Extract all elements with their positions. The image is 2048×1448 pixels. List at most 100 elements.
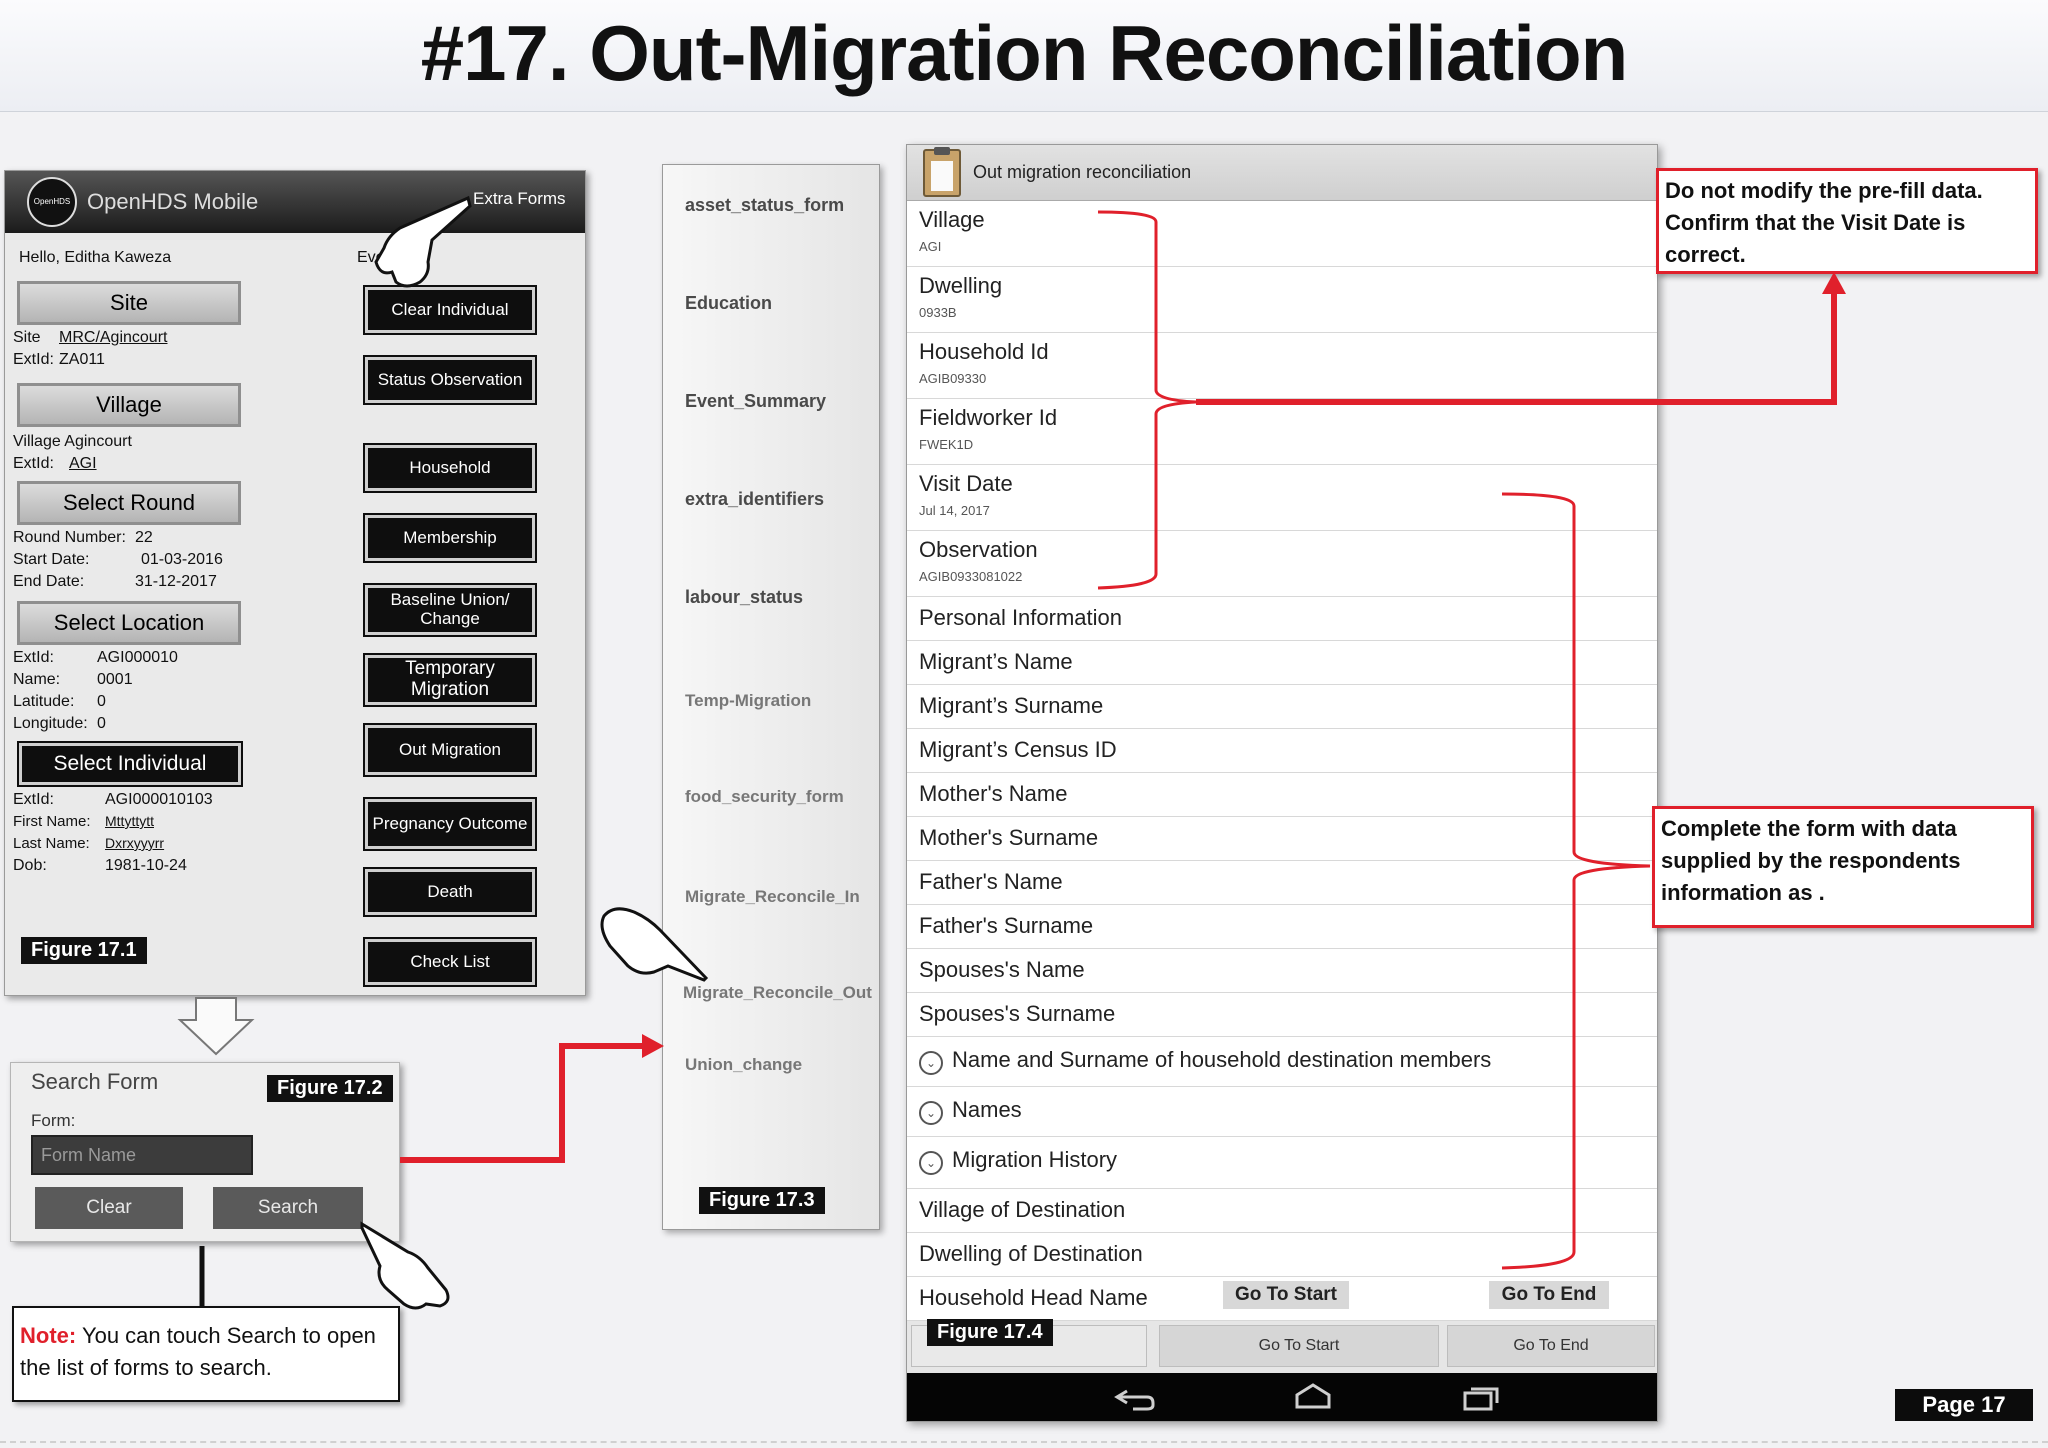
dob-value: 1981-10-24 [105, 857, 187, 874]
figure-17-3-label: Figure 17.3 [699, 1187, 825, 1214]
figure-17-2-label: Figure 17.2 [267, 1075, 393, 1102]
figure-17-1-openhds-main: OpenHDS OpenHDS Mobile Extra Forms Hello… [4, 170, 586, 996]
form-item-event-summary[interactable]: Event_Summary [685, 391, 827, 411]
row-label: Visit Date [919, 471, 1013, 496]
location-name-value: 0001 [97, 671, 133, 688]
row-label: Personal Information [919, 605, 1122, 630]
select-individual-button[interactable]: Select Individual [19, 743, 241, 785]
pregnancy-outcome-button[interactable]: Pregnancy Outcome [365, 799, 535, 849]
row-label: Fieldworker Id [919, 405, 1058, 430]
location-extid-label: ExtId: [13, 649, 54, 666]
group-household-destination-members[interactable]: ⌄ Name and Surname of household destinat… [907, 1037, 1657, 1087]
section-personal-information: Personal Information [907, 597, 1657, 641]
select-location-button[interactable]: Select Location [17, 601, 241, 645]
location-extid-value: AGI000010 [97, 649, 178, 666]
baseline-union-change-button[interactable]: Baseline Union/ Change [365, 585, 535, 635]
home-icon[interactable] [1295, 1383, 1331, 1409]
household-button[interactable]: Household [365, 445, 535, 491]
go-to-end-inline-button[interactable]: Go To End [1489, 1281, 1609, 1309]
prefill-row-fieldworker-id[interactable]: Fieldworker Id FWEK1D [907, 399, 1657, 465]
form-item-education[interactable]: Education [685, 293, 773, 313]
prefill-row-household-id[interactable]: Household Id AGIB09330 [907, 333, 1657, 399]
field-mother-name[interactable]: Mother's Name [907, 773, 1657, 817]
clear-button[interactable]: Clear [35, 1187, 183, 1229]
down-arrow-icon [177, 997, 255, 1056]
village-extid-label: ExtId: [13, 455, 54, 472]
row-label: Migrant’s Name [919, 649, 1073, 674]
group-names[interactable]: ⌄ Names [907, 1087, 1657, 1137]
row-label: Observation [919, 537, 1038, 562]
recent-apps-icon[interactable] [1463, 1387, 1499, 1411]
extra-forms-menu[interactable]: Extra Forms [473, 189, 566, 208]
last-name-value: Dxrxyyyrr [105, 835, 165, 851]
site-button[interactable]: Site [17, 281, 241, 325]
expand-circle-icon: ⌄ [919, 1101, 943, 1125]
form-item-asset-status[interactable]: asset_status_form [685, 195, 845, 215]
form-item-union-change[interactable]: Union_change [685, 1055, 803, 1074]
go-to-start-inline-button[interactable]: Go To Start [1223, 1281, 1349, 1309]
note-prefix: Note: [20, 1323, 77, 1348]
out-migration-button[interactable]: Out Migration [365, 725, 535, 775]
form-item-food-security[interactable]: food_security_form [685, 787, 844, 806]
field-migrant-name[interactable]: Migrant’s Name [907, 641, 1657, 685]
row-value: Jul 14, 2017 [919, 503, 990, 518]
prefill-row-observation[interactable]: Observation AGIB0933081022 [907, 531, 1657, 597]
field-dwelling-destination[interactable]: Dwelling of Destination [907, 1233, 1657, 1277]
first-name-value: Mttyttytt [105, 813, 154, 829]
site-extid-label: ExtId: [13, 351, 54, 368]
death-button[interactable]: Death [365, 869, 535, 915]
openhds-logo-icon: OpenHDS [27, 177, 77, 227]
field-spouse-surname[interactable]: Spouses's Surname [907, 993, 1657, 1037]
select-round-button[interactable]: Select Round [17, 481, 241, 525]
row-label: Village [919, 207, 985, 232]
note-text: You can touch Search to open the list of… [20, 1323, 376, 1380]
expand-circle-icon: ⌄ [919, 1151, 943, 1175]
village-button[interactable]: Village [17, 383, 241, 427]
form-item-labour-status[interactable]: labour_status [685, 587, 804, 607]
row-label: Father's Surname [919, 913, 1094, 938]
prefill-row-dwelling[interactable]: Dwelling 0933B [907, 267, 1657, 333]
go-to-start-button[interactable]: Go To Start [1159, 1325, 1439, 1367]
row-label: Village of Destination [919, 1197, 1126, 1222]
end-date-label: End Date: [13, 573, 85, 590]
field-migrant-surname[interactable]: Migrant’s Surname [907, 685, 1657, 729]
field-father-surname[interactable]: Father's Surname [907, 905, 1657, 949]
system-nav-icons [1114, 1383, 1499, 1411]
field-household-head-name[interactable]: Household Head Name Go To Start Go To En… [907, 1277, 1657, 1321]
form-name-input[interactable]: Form Name [31, 1135, 253, 1175]
row-label: Name and Surname of household destinatio… [952, 1047, 1492, 1072]
back-icon[interactable] [1114, 1389, 1155, 1411]
figure-17-3-form-list: asset_status_form Education Event_Summar… [662, 164, 880, 1230]
figure-17-2-search-form: Search Form Figure 17.2 Form: Form Name … [10, 1062, 400, 1242]
clear-individual-button[interactable]: Clear Individual [365, 287, 535, 333]
field-spouse-name[interactable]: Spouses's Name [907, 949, 1657, 993]
field-migrant-census-id[interactable]: Migrant’s Census ID [907, 729, 1657, 773]
field-village-destination[interactable]: Village of Destination [907, 1189, 1657, 1233]
figure-17-1-label: Figure 17.1 [21, 937, 147, 964]
form-item-extra-identifiers[interactable]: extra_identifiers [685, 489, 825, 509]
membership-button[interactable]: Membership [365, 515, 535, 561]
callout-prefill: Do not modify the pre-fill data. Confirm… [1656, 168, 2038, 274]
search-button[interactable]: Search [213, 1187, 363, 1229]
temporary-migration-button[interactable]: Temporary Migration [365, 655, 535, 705]
group-migration-history[interactable]: ⌄ Migration History [907, 1137, 1657, 1189]
prefill-row-village[interactable]: Village AGI [907, 201, 1657, 267]
search-form-title: Search Form [31, 1069, 159, 1094]
field-father-name[interactable]: Father's Name [907, 861, 1657, 905]
form-item-migrate-reconcile-in[interactable]: Migrate_Reconcile_In [685, 887, 860, 906]
check-list-button[interactable]: Check List [365, 939, 535, 985]
row-label: Migration History [952, 1147, 1118, 1172]
prefill-row-visit-date[interactable]: Visit Date Jul 14, 2017 [907, 465, 1657, 531]
row-label: Names [952, 1097, 1022, 1122]
figure-17-4-label: Figure 17.4 [927, 1319, 1053, 1346]
start-date-label: Start Date: [13, 551, 90, 568]
field-mother-surname[interactable]: Mother's Surname [907, 817, 1657, 861]
status-observation-button[interactable]: Status Observation [365, 357, 535, 403]
greeting: Hello, Editha Kaweza [19, 249, 172, 266]
form-item-temp-migration[interactable]: Temp-Migration [685, 691, 812, 710]
go-to-end-button[interactable]: Go To End [1447, 1325, 1655, 1367]
row-label: Mother's Surname [919, 825, 1099, 850]
row-label: Spouses's Surname [919, 1001, 1116, 1026]
form-item-migrate-reconcile-out[interactable]: Migrate_Reconcile_Out [683, 983, 872, 1002]
expand-circle-icon: ⌄ [919, 1051, 943, 1075]
